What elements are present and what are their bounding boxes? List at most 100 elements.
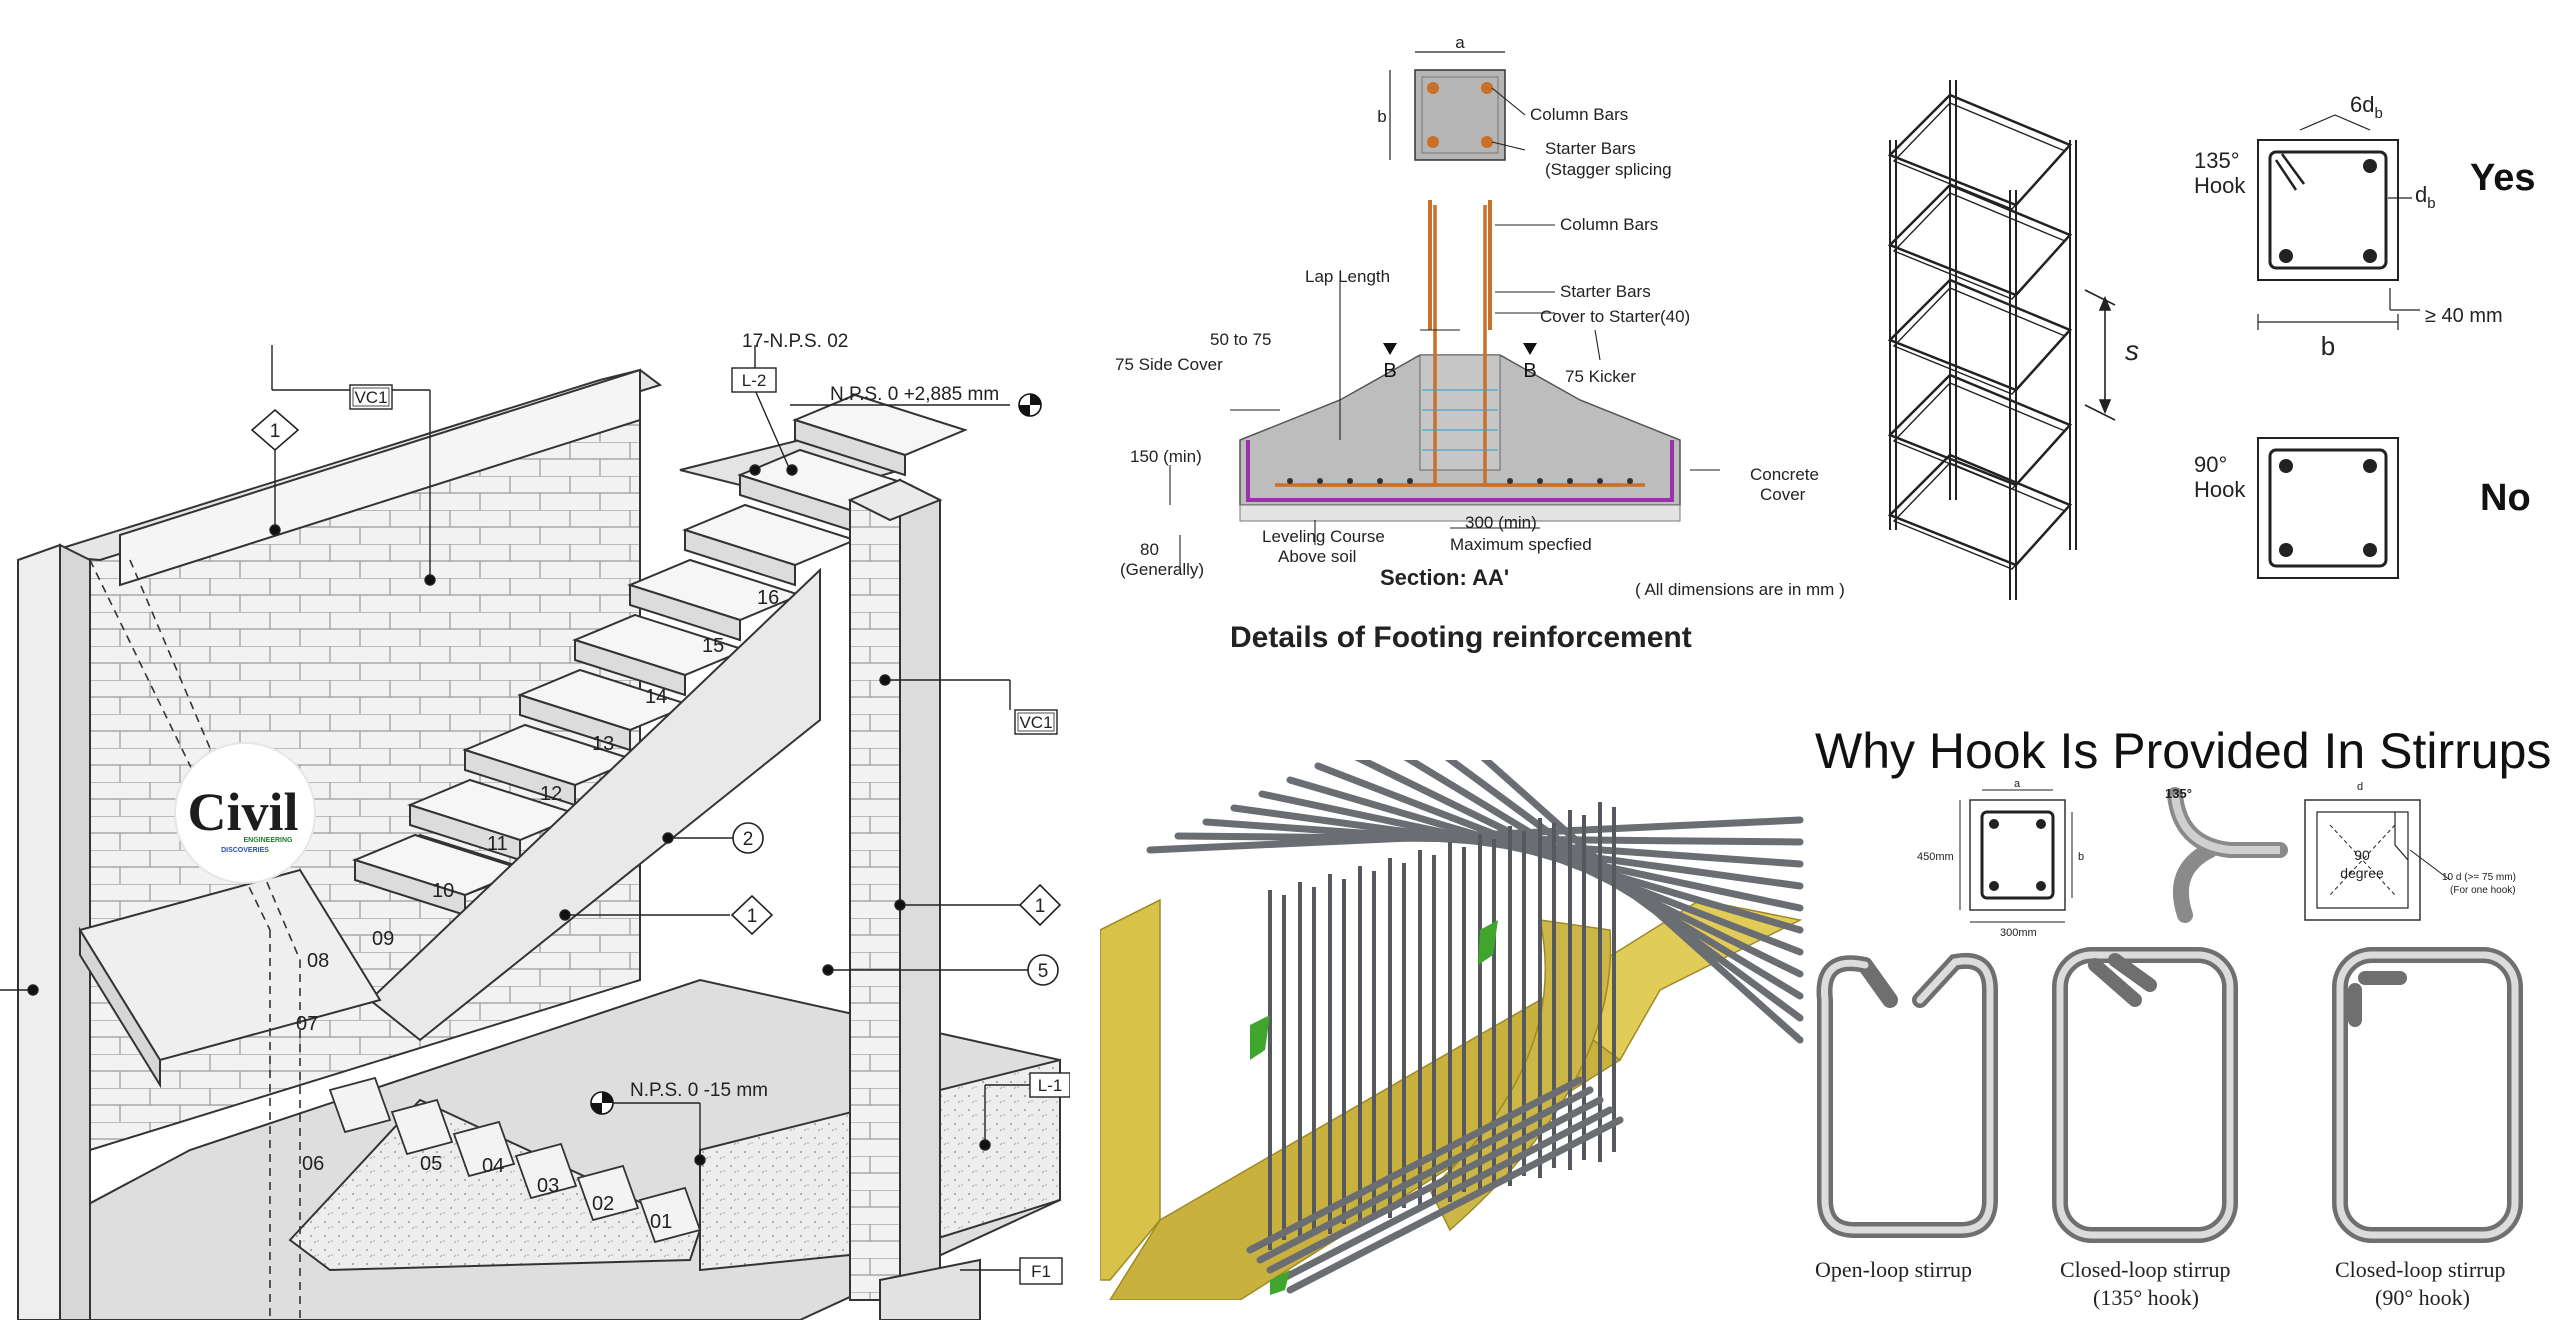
step-number: 06 (302, 1153, 324, 1175)
footing-diagram: a b Column Bars Starter Bars (Stagger sp… (1100, 30, 1880, 670)
svg-text:L-1: L-1 (1038, 1076, 1063, 1095)
stair-tread (514, 1142, 578, 1200)
section-marker-b-right: B (1523, 343, 1537, 382)
left-column-side (59, 543, 91, 1320)
cage-bars (1889, 80, 2077, 600)
right-column (849, 478, 901, 1301)
closed-loop-90-stirrup (2332, 947, 2523, 1243)
why-hook-panel: Why Hook Is Provided In Stirrups a 450mm… (1810, 700, 2560, 1320)
step-number: 02 (592, 1193, 614, 1215)
stair-tread (452, 1120, 516, 1178)
column-bars (1428, 200, 1492, 330)
top-rebar (1354, 760, 1804, 978)
stair-riser (794, 418, 906, 477)
footing-title: Details of Footing reinforcement (1230, 621, 1692, 654)
civil-logo: Civil ENGINEERING DISCOVERIES (174, 742, 316, 884)
leveling-label-2: Above soil (1278, 547, 1356, 566)
max-spec-label: Maximum specfied (1450, 535, 1592, 554)
cage-ties (1887, 93, 2073, 570)
leveling-label-1: Leveling Course (1262, 527, 1385, 546)
tag-vc1-left: VC1 (349, 384, 393, 410)
ninety-label-1: 90 (2354, 847, 2370, 863)
step-number: 11 (487, 833, 508, 855)
fifty-to-75-label: 50 to 75 (1210, 330, 1271, 349)
beam-svg (1100, 760, 1804, 1300)
stair-tread (390, 1098, 454, 1156)
step-number: 15 (702, 635, 724, 657)
section-marker-b-left: B (1383, 343, 1397, 382)
bottom-rebar (1276, 1106, 1614, 1284)
stair-riser (629, 583, 741, 642)
tag-l-right: L-1 (1029, 1072, 1070, 1098)
right-column-side (899, 478, 941, 1301)
bottom-rebar (1246, 1076, 1584, 1254)
starter-bars-label: Starter Bars (1545, 139, 1636, 158)
lower-flight-steps (328, 1076, 702, 1244)
closed-loop-135-stirrup (2052, 947, 2238, 1243)
bottom-bars (1287, 478, 1633, 484)
step-number: 03 (537, 1175, 559, 1197)
callout-diamond-1c: 1 (1018, 883, 1062, 927)
stair-riser (519, 693, 631, 752)
column-bars-label: Column Bars (1530, 105, 1628, 124)
min40-label: ≥ 40 mm (2425, 305, 2503, 327)
column-plan: a b (1377, 33, 1506, 161)
stirrup-section-dims (1959, 789, 2073, 923)
beam-stirrup (1328, 874, 1346, 1234)
hook135-label-1: 135° (2194, 148, 2240, 173)
stair-tread (638, 1186, 702, 1244)
cage-tie (1887, 183, 2073, 297)
bottom-rebar (1266, 1096, 1604, 1274)
svg-text:Civil: Civil (187, 782, 298, 842)
cage-tie-inner (1892, 102, 2067, 210)
bottom-rebar (1256, 1086, 1594, 1264)
svg-text:DISCOVERIES: DISCOVERIES (221, 847, 269, 854)
stair-riser (684, 528, 796, 587)
step-number: 05 (420, 1153, 442, 1175)
section-label: Section: AA' (1380, 565, 1509, 590)
column-bars-label-2: Column Bars (1560, 215, 1658, 234)
svg-text:1: 1 (1035, 896, 1046, 917)
bottom-rebar (1286, 1116, 1624, 1294)
stair-tread (576, 1164, 640, 1222)
svg-text:2: 2 (743, 829, 754, 850)
stair-soffit (368, 567, 821, 1042)
beam-stirrup (1358, 866, 1376, 1226)
svg-text:b: b (1377, 107, 1386, 126)
stirrup-135 (2257, 139, 2399, 281)
side-cover-label: 75 Side Cover (1115, 355, 1223, 374)
hook-comparison: 135° Hook 6db db ≥ 40 mm b Yes 90° Hook … (2180, 60, 2560, 620)
step-number: 08 (307, 950, 329, 972)
callout-circle-5: 5 (1027, 954, 1059, 986)
cage-svg: s (1887, 80, 2139, 600)
b-label: b (2321, 331, 2335, 361)
beam-stirrup (1448, 842, 1466, 1202)
beam-stirrup (1568, 810, 1586, 1170)
eighty-label: 80 (1140, 540, 1159, 559)
why-dim-300: 300mm (2000, 927, 2037, 939)
caption-closed-90-1: Closed-loop stirrup (2335, 1257, 2506, 1282)
svg-text:5: 5 (1038, 961, 1049, 982)
why-svg: Why Hook Is Provided In Stirrups a 450mm… (1815, 723, 2551, 1310)
plan-leaders (1491, 87, 1526, 151)
step-number: 10 (432, 880, 454, 902)
step-number: 16 (757, 587, 779, 609)
generally-label: (Generally) (1120, 560, 1204, 579)
step-number: 12 (540, 783, 562, 805)
spacing-dim (2084, 289, 2116, 421)
level-bottom-label: N.P.S. 0 -15 mm (630, 1080, 768, 1101)
tag-f1: F1 (1019, 1257, 1063, 1285)
leveling-course (1239, 504, 1681, 522)
beam-stirrup (1508, 826, 1526, 1186)
b-dim (2257, 314, 2399, 330)
beam-stirrup (1268, 890, 1286, 1250)
yes-label: Yes (2470, 157, 2536, 199)
elevation-leaders (1169, 224, 1720, 570)
caption-closed-90-2: (90° hook) (2375, 1285, 2470, 1310)
spacing-label: s (2125, 335, 2139, 366)
hook135-label-2: Hook (2194, 173, 2246, 198)
footing-block (879, 1258, 981, 1320)
tend-label-1: 10 d (>= 75 mm) (2442, 872, 2516, 883)
six-db-dim (2299, 114, 2371, 131)
